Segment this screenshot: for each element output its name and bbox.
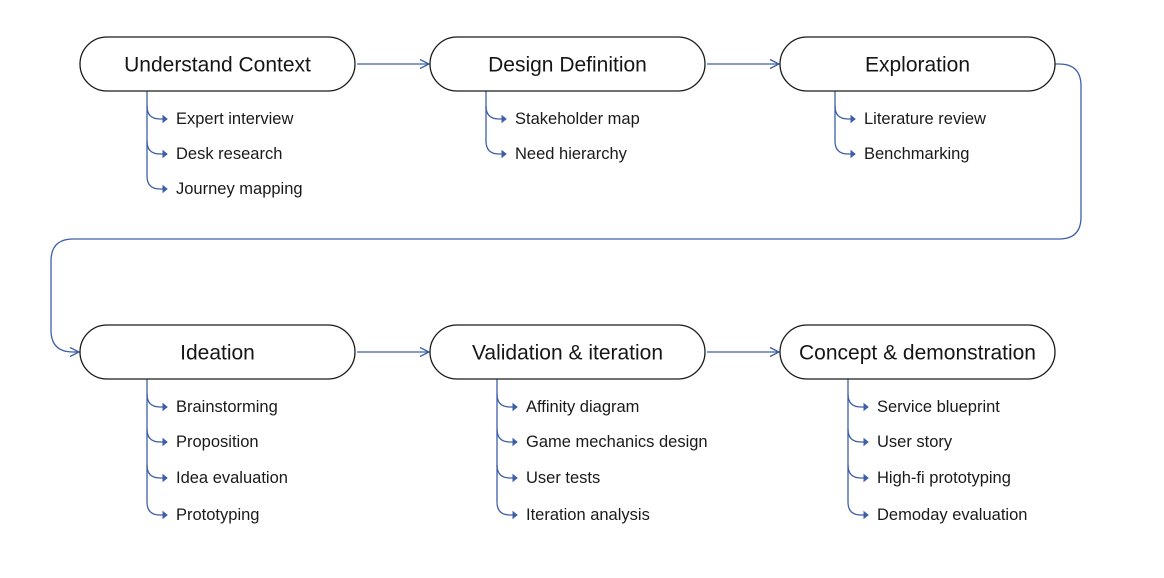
branch-leaf [834, 105, 855, 120]
branch-arrow-head [850, 149, 856, 159]
branch-leaf [847, 501, 868, 516]
stage-title: Design Definition [488, 54, 647, 77]
branch-leaf [496, 428, 517, 443]
branch-leaf [146, 464, 167, 479]
branch-arrow-head [863, 437, 869, 447]
row-wrap-arrow-head [69, 346, 81, 358]
branch-leaf [146, 501, 167, 516]
stage-pill [779, 324, 1056, 380]
branch-arrow-head [162, 437, 168, 447]
branch-leaf [847, 393, 868, 408]
activity-label: Service blueprint [877, 398, 1000, 416]
branch-leaf [146, 393, 167, 408]
activity-label: Brainstorming [176, 398, 278, 416]
stage-title: Understand Context [124, 54, 311, 77]
branch-arrow-head [512, 473, 518, 483]
activity-label: Expert interview [176, 110, 293, 128]
branch-arrow-head [863, 510, 869, 520]
branch-arrow-head [162, 402, 168, 412]
branch-arrow-head [162, 510, 168, 520]
branch-arrow-head [501, 114, 507, 124]
stage-pill [429, 324, 706, 380]
branch-arrow-head [850, 114, 856, 124]
stage-pill [79, 36, 356, 92]
activity-label: Need hierarchy [515, 145, 628, 163]
stage-title: Ideation [180, 342, 255, 365]
stage-pill [779, 36, 1056, 92]
activity-label: Game mechanics design [526, 433, 708, 451]
branch-arrow-head [162, 114, 168, 124]
branch-leaf [485, 140, 506, 155]
branch-arrow-head [162, 184, 168, 194]
branch-arrow-head [162, 473, 168, 483]
flow-arrow-head [769, 346, 781, 358]
branch-arrow-head [863, 402, 869, 412]
stage-pill [429, 36, 706, 92]
branch-leaf [485, 105, 506, 120]
branch-leaf [496, 393, 517, 408]
activity-label: Journey mapping [176, 180, 303, 198]
activity-label: Stakeholder map [515, 110, 640, 128]
connector-layer [50, 58, 1082, 358]
branch-leaf [146, 140, 167, 155]
branch-arrow-head [512, 437, 518, 447]
branch-leaf [496, 464, 517, 479]
activity-label: User story [877, 433, 953, 451]
stage-title: Exploration [865, 54, 970, 77]
branch-leaf [834, 140, 855, 155]
branch-arrow-head [162, 149, 168, 159]
activity-label: Benchmarking [864, 145, 969, 163]
activity-label: Prototyping [176, 506, 259, 524]
activity-label: Demoday evaluation [877, 506, 1027, 524]
branch-arrow-head [512, 510, 518, 520]
stage-title: Concept & demonstration [799, 342, 1036, 365]
flow-arrow-head [419, 346, 431, 358]
branch-arrow-head [863, 473, 869, 483]
branch-leaf [146, 428, 167, 443]
stage-pill [79, 324, 356, 380]
activity-label: User tests [526, 469, 600, 487]
activity-label: Proposition [176, 433, 259, 451]
row-wrap-connector [50, 63, 1082, 353]
activity-label: Iteration analysis [526, 506, 650, 524]
flow-arrow-head [419, 58, 431, 70]
activity-label: Affinity diagram [526, 398, 639, 416]
activity-label: Literature review [864, 110, 986, 128]
branch-leaf [847, 428, 868, 443]
branch-leaf [146, 175, 167, 190]
stage-title: Validation & iteration [472, 342, 663, 365]
flow-arrow-head [769, 58, 781, 70]
branch-arrow-head [512, 402, 518, 412]
branch-leaf [496, 501, 517, 516]
activity-label: High-fi prototyping [877, 469, 1011, 487]
branch-leaf [847, 464, 868, 479]
branch-leaf [146, 105, 167, 120]
activity-label: Idea evaluation [176, 469, 288, 487]
branch-arrow-head [501, 149, 507, 159]
activity-label: Desk research [176, 145, 282, 163]
